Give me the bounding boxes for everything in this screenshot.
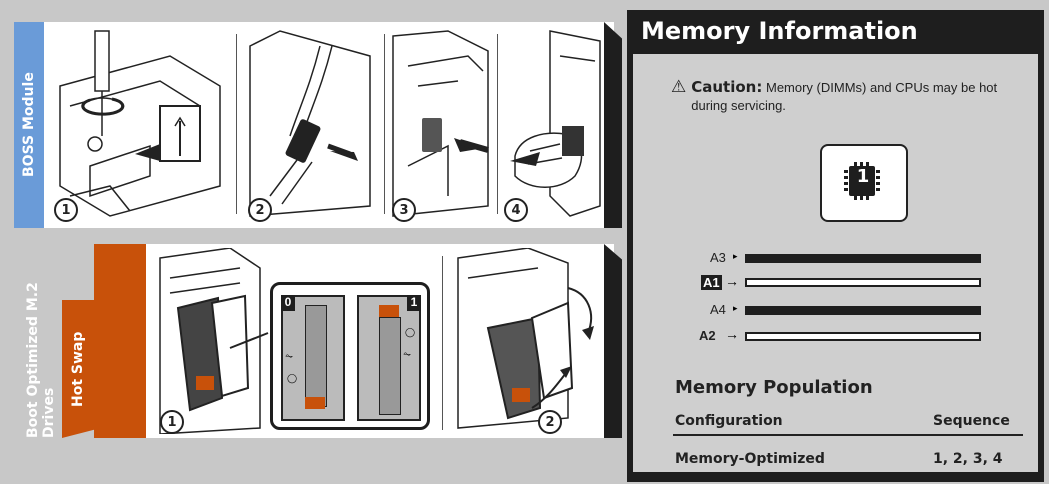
hot-swap-step-1: 1	[160, 410, 184, 434]
bay-0-number: 0	[281, 295, 295, 311]
memory-footer	[627, 472, 1044, 482]
arrow-small-icon: ▸	[733, 251, 738, 262]
arrow-icon: →	[725, 326, 739, 342]
slot-label-a3: A3	[710, 250, 726, 265]
bay-0-activity-icon: ⏦	[285, 351, 293, 362]
boot-m2-tab: Boot Optimized M.2 Drives	[94, 244, 146, 438]
slot-bar-a1	[745, 278, 981, 287]
bay-0-status-icon: ◯	[287, 373, 297, 384]
boss-divider-2	[384, 34, 385, 214]
bay-1-number: 1	[407, 295, 421, 311]
bay-1-activity-icon: ⏦	[403, 349, 411, 360]
boss-panel-edge	[604, 22, 622, 228]
m2-bay-detail: 0 ⏦ ◯ 1 ◯ ⏦	[270, 282, 430, 430]
arrow-small-icon: ▸	[733, 303, 738, 314]
slot-bar-a2	[745, 332, 981, 341]
bay-0: 0 ⏦ ◯	[281, 295, 345, 421]
cpu-chip-box: 1	[820, 144, 908, 222]
boss-step4-illustration	[500, 26, 604, 224]
hot-swap-step-2: 2	[538, 410, 562, 434]
slot-label-a2: A2	[699, 328, 716, 343]
slot-bar-a4	[745, 306, 981, 315]
boss-step2-illustration	[240, 26, 380, 224]
boss-module-label: BOSS Module	[21, 73, 37, 178]
slot-bar-a3	[745, 254, 981, 263]
arrow-icon: →	[725, 273, 739, 289]
slot-label-a1: A1	[701, 275, 722, 290]
boss-step-3: 3	[392, 198, 416, 222]
table-cell-sequence: 1, 2, 3, 4	[933, 451, 1003, 467]
memory-population-title: Memory Population	[675, 377, 873, 398]
boss-step-1: 1	[54, 198, 78, 222]
boss-divider-1	[236, 34, 237, 214]
boss-step1-illustration	[50, 26, 230, 224]
caution-label: Caution:	[691, 78, 762, 96]
bay-1-status-icon: ◯	[405, 327, 415, 338]
memory-title: Memory Information	[641, 17, 918, 45]
slot-label-a4: A4	[710, 302, 726, 317]
table-header-configuration: Configuration	[675, 413, 783, 429]
bay-1: 1 ◯ ⏦	[357, 295, 421, 421]
table-header-sequence: Sequence	[933, 413, 1010, 429]
memory-header: Memory Information	[627, 10, 1044, 54]
m2-carrier-illustration	[150, 248, 270, 434]
memory-right-border	[1038, 54, 1044, 472]
warning-icon: ⚠	[671, 78, 686, 96]
bay-0-latch	[305, 397, 325, 409]
memory-left-border	[627, 54, 633, 472]
cpu-number: 1	[855, 166, 871, 190]
hot-swap-divider	[442, 256, 443, 430]
table-header-rule	[673, 434, 1023, 436]
caution-notice: ⚠ Caution: Memory (DIMMs) and CPUs may b…	[671, 78, 1031, 115]
bay-1-latch	[379, 305, 399, 317]
table-cell-configuration: Memory-Optimized	[675, 451, 825, 467]
m2-lever-open-illustration	[448, 248, 602, 434]
boss-divider-3	[497, 34, 498, 214]
memory-information-panel: Memory Information ⚠ Caution: Memory (DI…	[627, 10, 1044, 482]
boss-module-tab: BOSS Module	[14, 22, 44, 228]
boss-step3-illustration	[388, 26, 498, 224]
boss-step-4: 4	[504, 198, 528, 222]
hot-swap-panel-edge	[604, 244, 622, 438]
boss-step-2: 2	[248, 198, 272, 222]
